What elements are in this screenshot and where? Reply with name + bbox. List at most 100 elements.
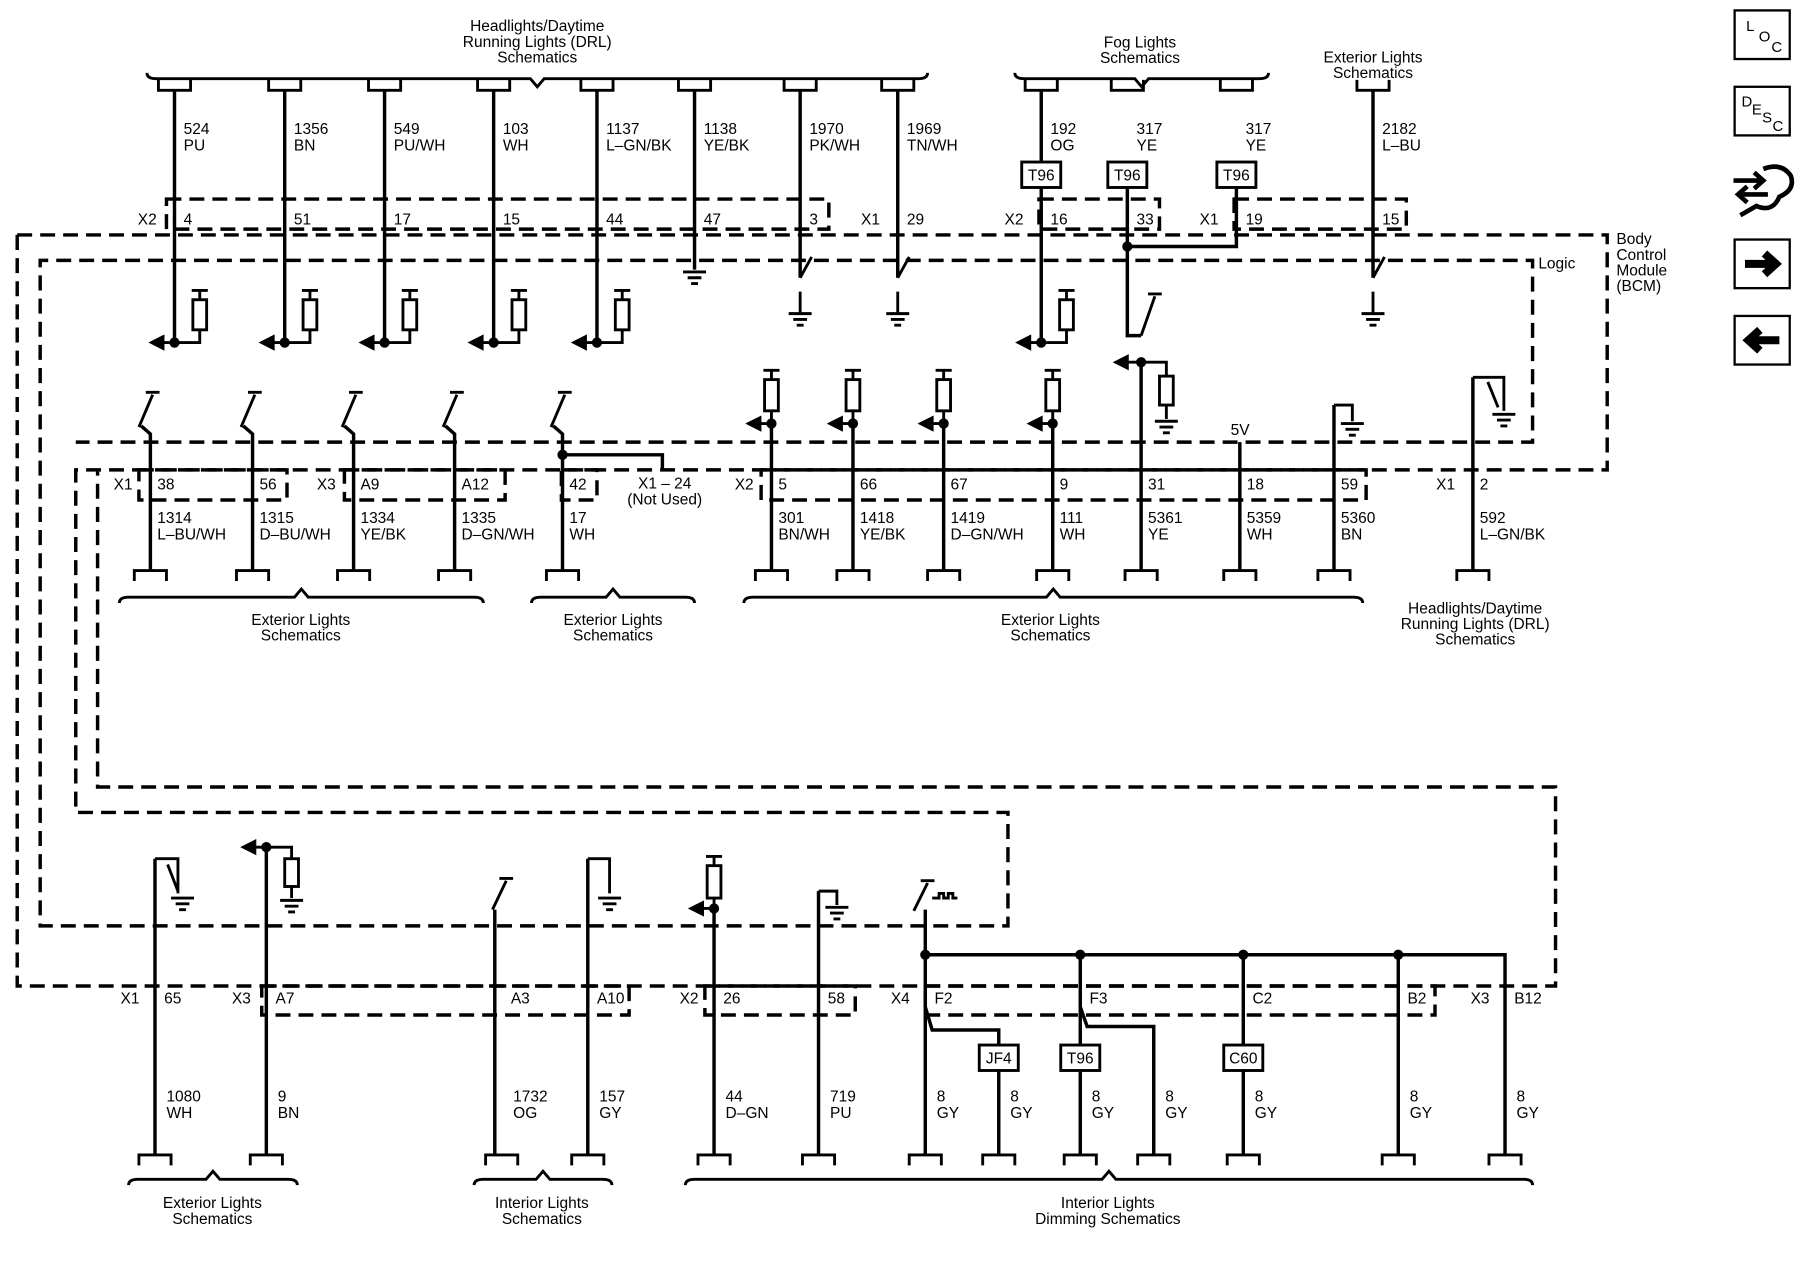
diagnostic-tool-icon[interactable] [1729,160,1796,222]
fog-splice-link [1125,187,1239,249]
bot-pin-number: C2 [1252,990,1272,1007]
desc-letter-d: D [1741,92,1753,110]
mid-wire-color: YE/BK [860,526,906,543]
top-pin-number: 3 [809,211,818,228]
bot-pin-number: 58 [828,990,845,1007]
bot-circuit-number: 8 [1517,1089,1526,1106]
splice-dot [279,337,290,348]
splice-dot [1238,949,1249,960]
bot-wire-color: GY [1010,1105,1033,1122]
description-button[interactable]: D E S C [1733,85,1791,137]
fog-splice-box [1106,160,1149,189]
connector-outline [260,984,631,1017]
mid-circuit-number: 17 [569,510,586,527]
mid-connector-id: X1 [1436,476,1455,493]
splice-label: T96 [1114,167,1141,184]
top-circuit-number: 1137 [606,121,639,138]
ground-icon [683,270,707,285]
bot-circuit-number: 8 [937,1089,946,1106]
bot-circuit-number: 8 [1010,1089,1019,1106]
switch-contact [491,876,514,911]
bcm-inner-boundary [15,234,1558,988]
mid-wire [343,424,356,571]
pullup-resistor [844,378,862,413]
next-page-button[interactable] [1733,238,1791,290]
connector-terminal [484,1153,520,1166]
connector-terminal [235,569,271,581]
headlights-drl-ref: Headlights/Daytime [470,18,604,35]
exterior-lights-ref: Exterior Lights [1001,612,1100,629]
mid-wire-color: YE [1148,526,1169,543]
connector-terminal [248,1153,284,1166]
bot-connector-id: X3 [1471,990,1490,1007]
exterior-lights-ref: Exterior Lights [251,612,350,629]
top-wire-color: PK/WH [809,137,860,154]
top-circuit-number: 1969 [907,121,941,138]
fog-lights-ref: Schematics [1100,50,1180,67]
mid-wire-color: L–GN/BK [1480,526,1546,543]
bot-circuit-number: 1080 [166,1089,201,1106]
not-used-label: (Not Used) [627,492,702,509]
top-wire-color: PU [184,137,206,154]
connector-terminal [1023,79,1059,92]
top-pin-number: 17 [394,211,411,228]
top-circuit-number: 103 [503,121,529,138]
mid-wire [242,424,255,571]
fog-switch-lead [1125,246,1142,338]
mid-circuit-number: 592 [1480,510,1506,527]
top-connector-id: X2 [138,211,157,228]
top-circuit-number: 317 [1137,121,1163,138]
signal-arrow [148,334,165,351]
switch-contact [340,390,363,428]
top-pin-number: 44 [606,211,624,228]
desc-letter-c: C [1772,116,1784,135]
mid-connector-id: X1 [114,476,133,493]
top-pin-number: 15 [1382,211,1399,228]
desc-letter-e: E [1751,100,1762,119]
signal-arrow [358,334,375,351]
pullup-lead [261,329,312,345]
mid-wire-color: D–BU/WH [259,526,330,543]
bot-pin-number: A7 [276,990,295,1007]
top-wire-color: OG [1050,137,1074,154]
bot-circuit-number: 8 [1165,1089,1174,1106]
bot-connector-id: X4 [891,990,910,1007]
mid-wire-color: L–BU/WH [157,526,226,543]
loc-letter-o: O [1758,27,1771,46]
previous-page-button[interactable] [1733,314,1791,366]
splice-dot [591,337,603,348]
pull-tee [844,368,862,380]
location-button[interactable]: L O C [1733,9,1791,61]
switch-contact [912,879,935,912]
switch-arm [896,256,911,279]
top-pin-number: 15 [503,211,520,228]
splice-dot [169,337,180,348]
pull-tee [1044,368,1061,380]
connector-terminal [579,79,615,92]
loc-letter-l: L [1746,17,1755,35]
connector-terminal [1222,569,1258,581]
f3-branch [1078,1006,1156,1155]
ground-icon [886,312,910,327]
splice-dot [1122,241,1133,252]
mid-circuit-number: 1314 [157,510,192,527]
splice-dot [1036,337,1047,348]
signal-arrow [745,415,762,432]
mid-wire-color: YE/BK [360,526,406,543]
connector-terminal [835,569,871,581]
interior-lights-ref: Interior Lights [495,1195,589,1212]
connector-outline [559,468,599,502]
bot-circuit-number: 9 [278,1089,287,1106]
top-wire-color: YE [1137,137,1158,154]
ground-lead [1333,403,1354,422]
bot-circuit-number: 1732 [513,1089,547,1106]
pullup-resistor [191,298,209,332]
exterior-lights-ref: Schematics [1010,628,1090,645]
pullup-resistor [935,378,952,413]
t96-splice-box [1059,1043,1102,1072]
connector-terminal [1455,569,1491,581]
mid-pin-number: 38 [157,476,174,493]
connector-terminal [1355,79,1391,92]
not-used-link [562,453,665,470]
